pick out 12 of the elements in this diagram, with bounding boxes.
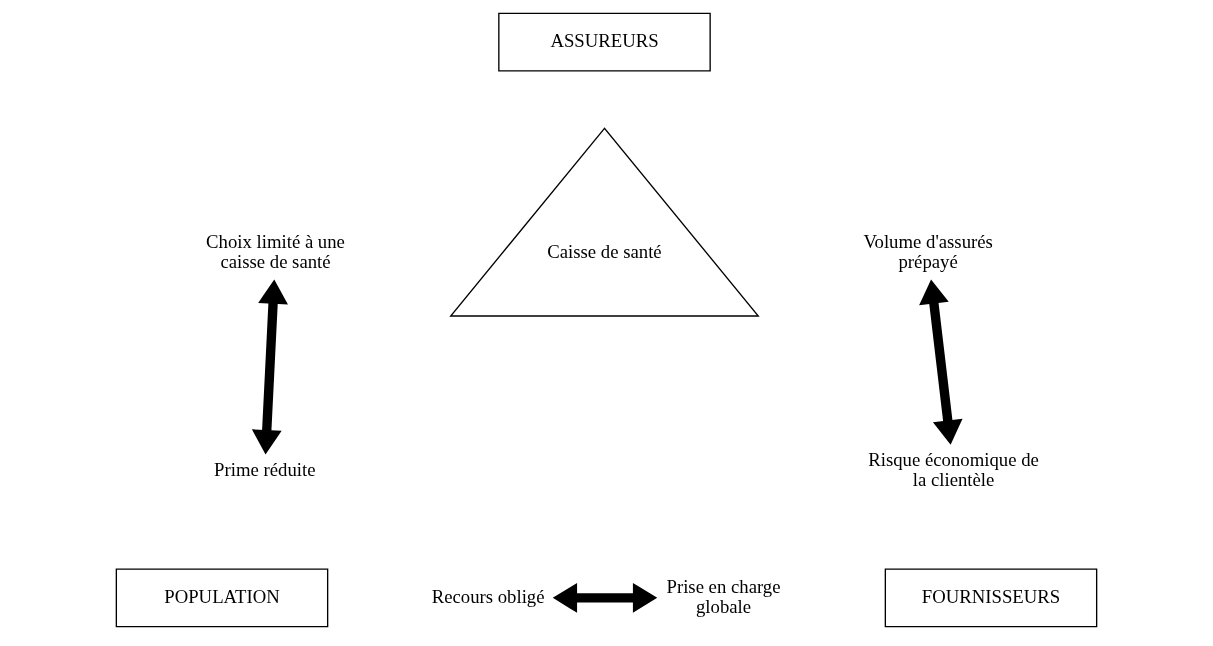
node-text: Volume d'assurés prépayé <box>863 231 993 273</box>
node-box: ASSUREURS <box>498 12 711 72</box>
node-text: Risque économique de la clientèle <box>868 448 1039 490</box>
node-text: Recours obligé <box>431 585 545 607</box>
node-text: Choix limité à une caisse de santé <box>206 231 345 273</box>
arrow <box>919 279 963 445</box>
arrow <box>251 279 288 455</box>
node-text: Prime réduite <box>214 458 316 480</box>
node-text: Prise en charge globale <box>666 575 781 617</box>
node-box: FOURNISSEURS <box>884 568 1098 628</box>
node-box: POPULATION <box>115 568 329 628</box>
arrow <box>552 582 658 613</box>
